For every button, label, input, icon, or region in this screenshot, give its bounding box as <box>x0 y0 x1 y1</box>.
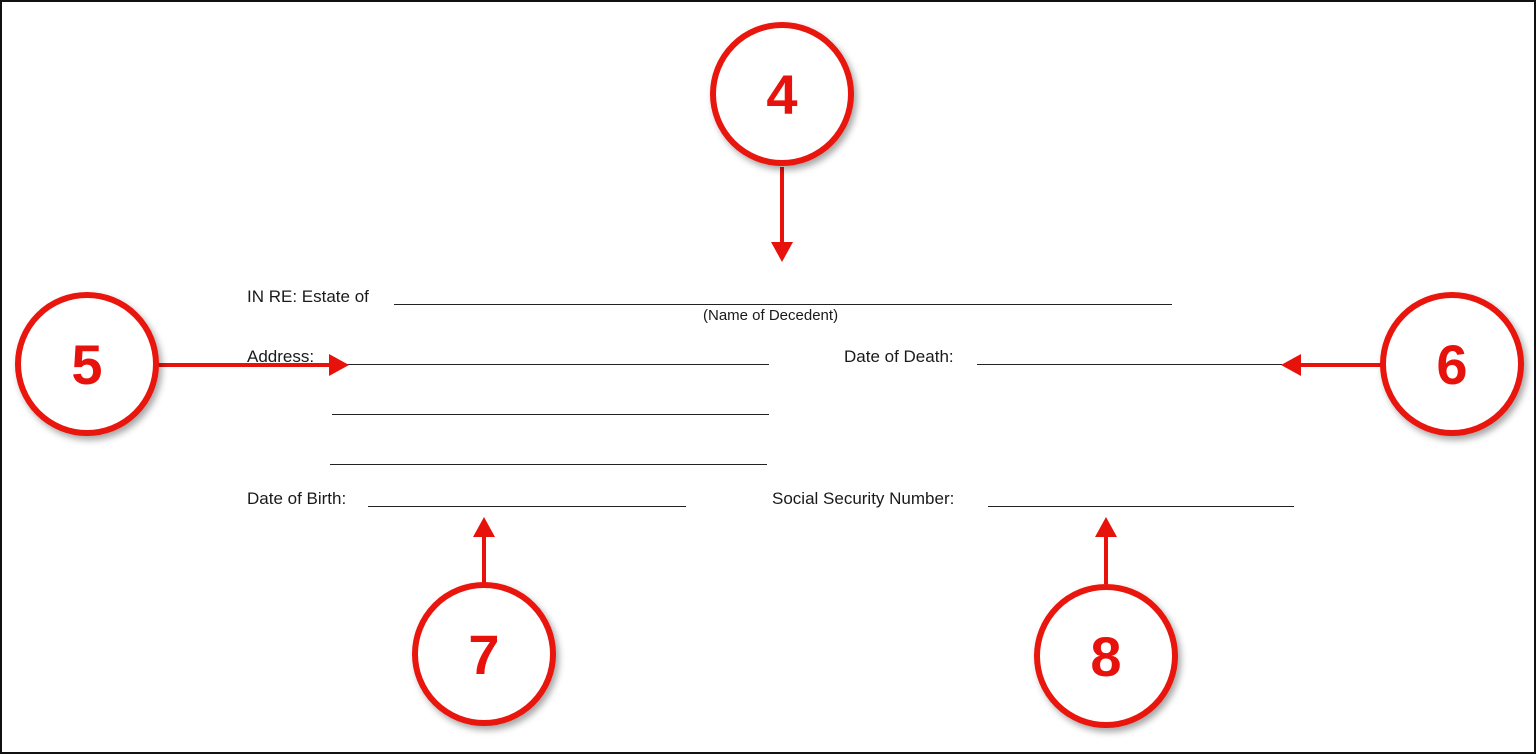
callout-4: 4 <box>710 22 854 262</box>
callout-7-arrow-head <box>473 517 495 537</box>
callout-7-circle <box>412 582 556 726</box>
ssn-label: Social Security Number: <box>772 489 955 508</box>
callout-5-arrow-head <box>329 354 349 376</box>
callout-7-number: 7 <box>468 623 499 686</box>
ssn-field[interactable] <box>988 506 1294 507</box>
date-of-death-label: Date of Death: <box>844 347 954 366</box>
address-field-line-3[interactable] <box>330 464 767 465</box>
callout-5-number: 5 <box>71 333 102 396</box>
name-of-decedent-caption: (Name of Decedent) <box>703 307 839 324</box>
address-label: Address: <box>247 347 315 366</box>
callout-8-arrow-head <box>1095 517 1117 537</box>
callout-4-circle <box>710 22 854 166</box>
callout-5: 5 <box>15 292 349 436</box>
callout-5-circle <box>15 292 159 436</box>
callout-6-circle <box>1380 292 1524 436</box>
callout-7: 7 <box>412 517 556 726</box>
address-field-line-2[interactable] <box>332 414 769 415</box>
callout-6-arrow-head <box>1281 354 1301 376</box>
date-of-birth-field[interactable] <box>368 506 686 507</box>
date-of-death-field[interactable] <box>977 364 1282 365</box>
decedent-name-field[interactable] <box>394 304 1172 305</box>
callout-4-number: 4 <box>766 63 797 126</box>
callout-4-arrow-head <box>771 242 793 262</box>
callout-8: 8 <box>1034 517 1178 728</box>
callout-6: 6 <box>1281 292 1524 436</box>
estate-label: IN RE: Estate of <box>247 287 369 306</box>
callout-6-number: 6 <box>1436 333 1467 396</box>
address-field[interactable] <box>332 364 769 365</box>
date-of-birth-label: Date of Birth: <box>247 489 347 508</box>
callout-8-number: 8 <box>1090 625 1121 688</box>
callout-8-circle <box>1034 584 1178 728</box>
